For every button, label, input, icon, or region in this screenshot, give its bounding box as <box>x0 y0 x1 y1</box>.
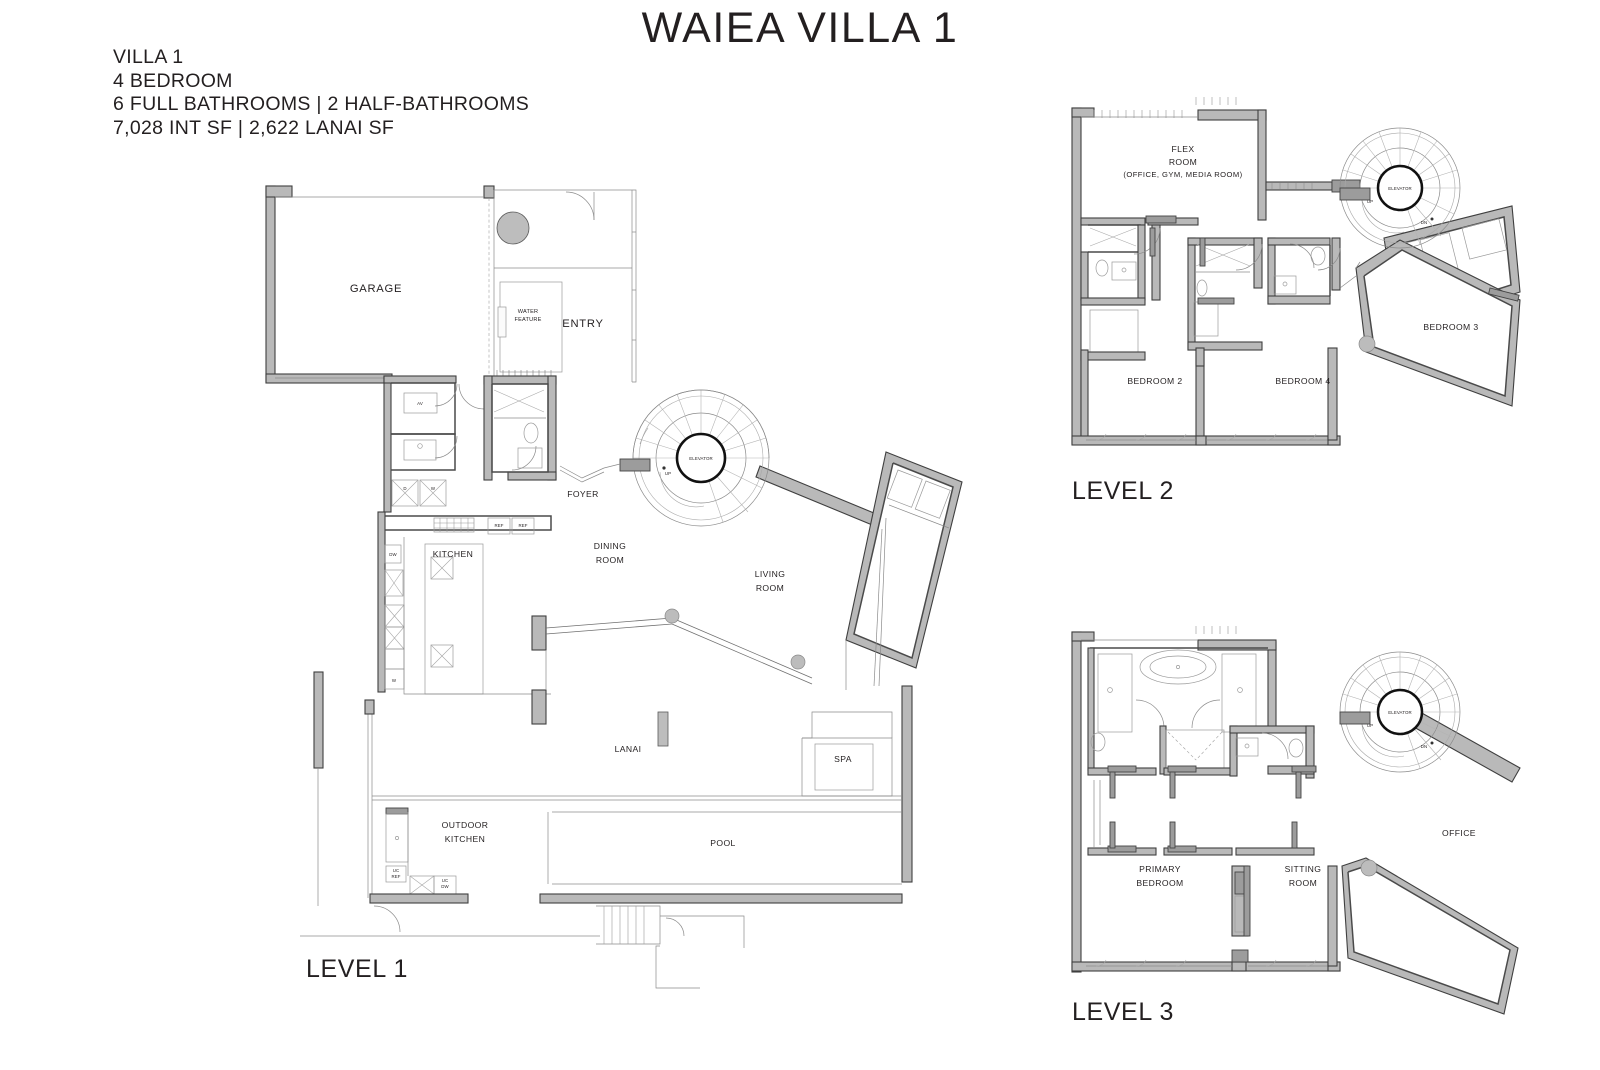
l1-label-outdoor: OUTDOOR <box>442 820 489 830</box>
l1-label-entry: ENTRY <box>562 318 603 330</box>
l2-room-labels: FLEX ROOM (OFFICE, GYM, MEDIA ROOM) BEDR… <box>1123 144 1478 386</box>
l3-label-sitting2: ROOM <box>1289 878 1317 888</box>
l1-ref2-label: REF <box>518 523 527 528</box>
l3-elevator-stair: ELEVATOR UP DN <box>1339 651 1461 773</box>
l1-label-living2: ROOM <box>756 583 784 593</box>
l1-living-envelope <box>531 451 963 883</box>
l1-lanai-pool: UC REF UC DW <box>300 671 903 989</box>
l1-label-living: LIVING <box>755 569 786 579</box>
spec-line-villa: VILLA 1 <box>113 46 184 68</box>
l1-label-kitchen: KITCHEN <box>433 549 474 559</box>
l1-kitchen: REF REF DW W <box>377 511 552 695</box>
l2-stair-up-label: UP <box>1367 199 1373 204</box>
page-title: WAIEA VILLA 1 <box>641 4 959 52</box>
l1-av-label: AV <box>417 401 423 406</box>
l2-label-flex-sub: (OFFICE, GYM, MEDIA ROOM) <box>1123 170 1242 179</box>
l2-label-bedroom2: BEDROOM 2 <box>1127 376 1182 386</box>
l3-structure <box>1071 626 1521 1015</box>
l1-label-spa: SPA <box>834 754 852 764</box>
l1-stair-up-label: UP <box>665 471 671 476</box>
spec-line-area: 7,028 INT SF | 2,622 LANAI SF <box>113 116 395 139</box>
spec-line-bathrooms: 6 FULL BATHROOMS | 2 HALF-BATHROOMS <box>113 93 530 115</box>
l3-label-primary: PRIMARY <box>1139 864 1181 874</box>
l1-label-outdoor2: KITCHEN <box>445 834 486 844</box>
l2-label-flex: FLEX <box>1171 144 1194 154</box>
l1-ref1-label: REF <box>494 523 503 528</box>
l1-entry-structure <box>493 189 637 383</box>
l3-label-primary2: BEDROOM <box>1136 878 1183 888</box>
level-2-caption: LEVEL 2 <box>1072 477 1174 505</box>
l1-uc-ref-label: UC <box>393 868 400 873</box>
l1-dw-label: DW <box>389 552 397 557</box>
l1-label-dining2: ROOM <box>596 555 624 565</box>
l2-elevator-stair: ELEVATOR UP DN <box>1339 127 1461 249</box>
l1-label-lanai: LANAI <box>615 744 642 754</box>
l1-elevator-stair: ELEVATOR UP <box>559 389 770 527</box>
l2-stair-dn-label: DN <box>1421 220 1428 225</box>
l1-label-feature: FEATURE <box>514 317 541 323</box>
l3-stair-up-label: UP <box>1367 723 1373 728</box>
l1-dryer-label: D <box>403 486 406 491</box>
l3-label-office: OFFICE <box>1442 828 1476 838</box>
l2-label-bedroom3: BEDROOM 3 <box>1423 322 1478 332</box>
l1-label-pool: POOL <box>710 838 735 848</box>
l1-label-garage: GARAGE <box>350 283 402 295</box>
l2-label-bedroom4: BEDROOM 4 <box>1275 376 1330 386</box>
l1-elevator-label: ELEVATOR <box>689 456 713 461</box>
l3-stair-dn-label: DN <box>1421 744 1428 749</box>
spec-line-bedrooms: 4 BEDROOM <box>113 69 233 92</box>
l1-uc-dw-label2: DW <box>441 884 449 889</box>
l1-label-dining: DINING <box>594 541 626 551</box>
l3-elevator-label: ELEVATOR <box>1388 710 1412 715</box>
l1-uc-ref-label2: REF <box>391 874 400 879</box>
l1-kitchen-w-label: W <box>392 678 397 683</box>
level-1-caption: LEVEL 1 <box>306 955 408 983</box>
l1-label-water: WATER <box>518 309 539 315</box>
l3-room-labels: PRIMARY BEDROOM SITTING ROOM OFFICE <box>1136 828 1476 888</box>
l1-label-foyer: FOYER <box>567 489 599 499</box>
l1-uc-dw-label: UC <box>442 878 449 883</box>
l2-label-flex2: ROOM <box>1169 157 1197 167</box>
level-3-caption: LEVEL 3 <box>1072 998 1174 1026</box>
l1-washer-label: W <box>431 486 436 491</box>
l1-service-rooms: AV D W <box>383 375 557 513</box>
l2-structure <box>1071 97 1521 446</box>
l3-label-sitting: SITTING <box>1285 864 1322 874</box>
l1-room-labels: GARAGE WATER FEATURE ENTRY FOYER KITCHEN… <box>350 283 852 848</box>
l2-elevator-label: ELEVATOR <box>1388 186 1412 191</box>
villa-spec-block: VILLA 1 4 BEDROOM 6 FULL BATHROOMS | 2 H… <box>113 46 529 140</box>
